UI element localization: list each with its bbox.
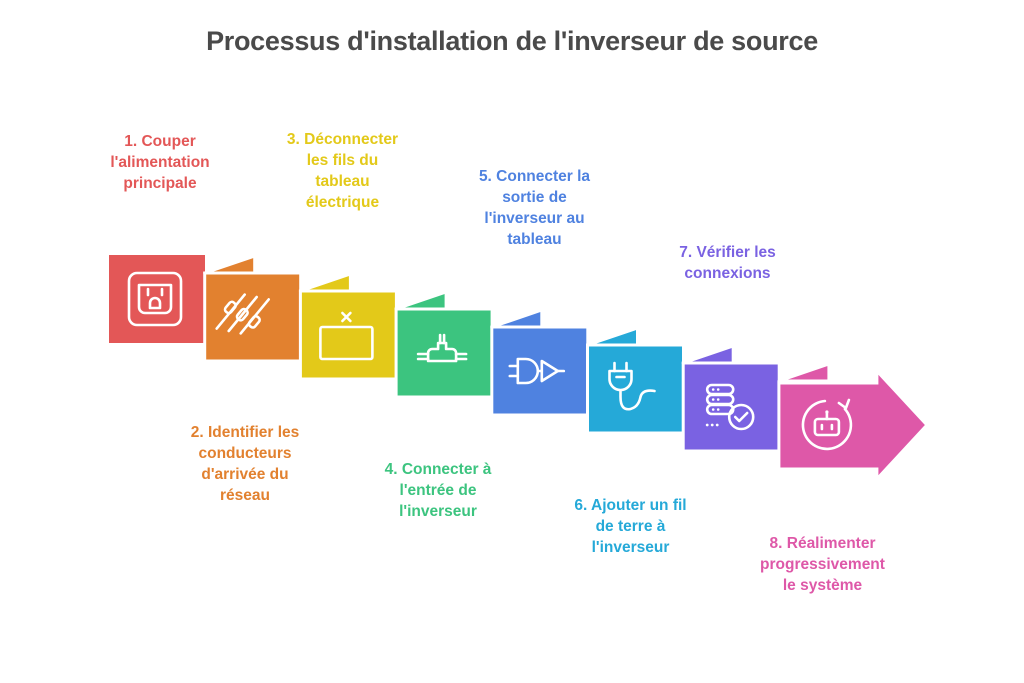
wires-connectors-icon [215,293,271,335]
step-label-4: 4. Connecter à l'entrée de l'inverseur [384,461,492,520]
panel-body-3 [298,289,398,381]
step-panel-4 [394,290,494,399]
fold-flap-3 [298,272,352,293]
step-label-2: 2. Identifier les conducteurs d'arrivée … [190,424,300,504]
plug-cable-icon [608,361,656,411]
logic-gate-output-icon [508,357,566,385]
fold-flap-5 [490,308,544,329]
step-label-3: 3. Déconnecter les fils du tableau élect… [286,131,399,211]
power-outlet-icon [127,271,183,327]
arrow-head-panel [777,367,929,483]
fold-flap-6 [586,326,639,347]
step-panel-6 [586,326,685,435]
fold-flap-2 [203,254,257,275]
step-panel-5 [490,308,590,417]
step-panel-3 [298,272,398,381]
input-junction-icon [416,333,468,363]
diagram-title: Processus d'installation de l'inverseur … [206,26,818,56]
robot-restart-icon [801,398,853,451]
fold-flap-7 [681,344,735,365]
step-panel-7 [681,344,781,453]
step-label-1: 1. Couper l'alimentation principale [110,133,210,192]
step-panel-8 [777,362,929,483]
step-label-8: 8. Réalimenter progressivement le systèm… [760,535,885,594]
panel-body-4 [394,307,494,399]
step-panel-2 [203,254,303,363]
fold-flap-8 [777,362,831,383]
step-label-6: 6. Ajouter un fil de terre à l'inverseur [574,497,687,556]
disconnected-panel-icon [319,311,374,361]
fold-flap-4 [394,290,448,311]
step-label-7: 7. Vérifier les connexions [679,244,776,282]
panel-body-6 [586,343,685,435]
step-label-5: 5. Connecter la sortie de l'inverseur au… [478,168,591,248]
server-check-icon [705,383,755,431]
step-panel-1 [109,255,205,343]
